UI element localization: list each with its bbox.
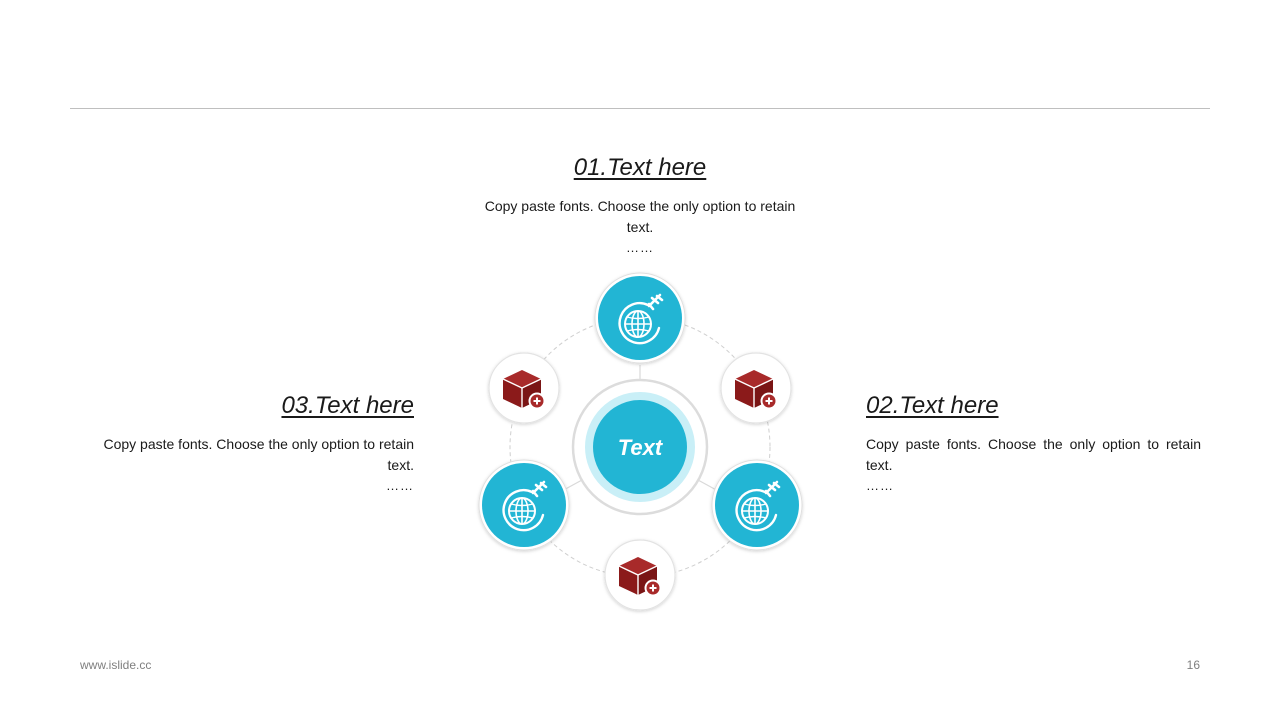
item-03-heading: 03.Text here	[281, 392, 414, 419]
page-number: 16	[1186, 658, 1200, 672]
footer-website: www.islide.cc	[80, 658, 152, 672]
top-divider	[70, 108, 1210, 109]
item-01-body: Copy paste fonts. Choose the only option…	[484, 198, 796, 235]
item-02-heading: 02.Text here	[866, 392, 999, 419]
item-02-ellipsis: ……	[866, 478, 894, 493]
cycle-diagram: Text	[478, 272, 803, 611]
item-03-body: Copy paste fonts. Choose the only option…	[103, 436, 414, 473]
item-01-ellipsis: ……	[626, 240, 654, 255]
center-hub: Text	[571, 378, 709, 516]
item-03-ellipsis: ……	[386, 478, 414, 493]
item-01-heading: 01.Text here	[573, 154, 707, 181]
center-label: Text	[618, 435, 664, 460]
item-02-body: Copy paste fonts. Choose the only option…	[866, 436, 1201, 473]
